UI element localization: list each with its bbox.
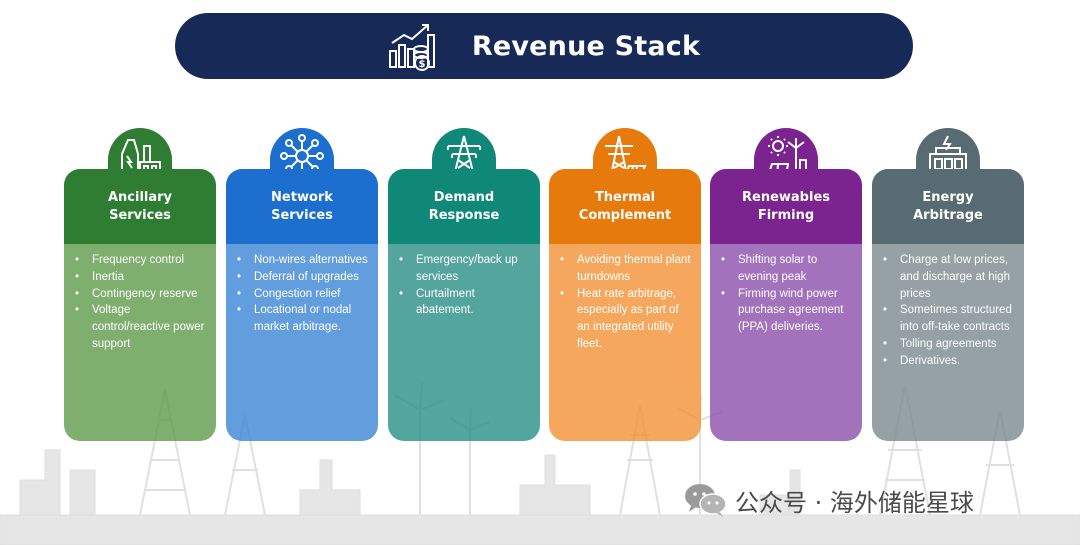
revenue-growth-icon: $ [388,24,435,71]
card-renewables-firming: Renewables Firming Shifting solar to eve… [710,128,862,441]
card-header: Demand Response [388,169,540,244]
card-list: Emergency/back up services Curtailment a… [388,252,534,319]
list-item: Frequency control [75,252,206,269]
svg-text:$: $ [418,59,425,70]
card-title: Ancillary Services [107,189,173,223]
card-title: Thermal Complement [578,189,672,223]
card-title: Renewables Firming [742,189,830,223]
card-demand-response: Demand Response Emergency/back up servic… [388,128,540,441]
card-header: Ancillary Services [64,169,216,244]
card-energy-arbitrage: Energy Arbitrage Charge at low prices, a… [872,128,1024,441]
list-item: Charge at low prices, and discharge at h… [883,252,1014,302]
list-item: Sometimes structured into off-take contr… [883,302,1014,336]
list-item: Tolling agreements [883,336,1014,353]
card-header: Energy Arbitrage [872,169,1024,244]
card-list: Frequency control Inertia Contingency re… [64,252,210,353]
list-item: Firming wind power purchase agreement (P… [721,286,852,336]
title-banner: $ Revenue Stack [175,13,913,79]
card-list: Avoiding thermal plant turndowns Heat ra… [549,252,695,353]
card-network-services: Network Services Non-wires alternatives … [226,128,378,441]
list-item: Locational or nodal market arbitrage. [237,302,368,336]
card-header: Network Services [226,169,378,244]
card-title: Network Services [271,189,333,223]
list-item: Shifting solar to evening peak [721,252,852,286]
list-item: Emergency/back up services [399,252,530,286]
watermark: 公众号 · 海外储能星球 [683,478,974,522]
card-thermal-complement: Thermal Complement Avoiding thermal plan… [549,128,701,441]
card-header: Renewables Firming [710,169,862,244]
card-list: Non-wires alternatives Deferral of upgra… [226,252,372,336]
list-item: Contingency reserve [75,286,206,303]
list-item: Inertia [75,269,206,286]
card-title: Energy Arbitrage [913,189,983,223]
list-item: Derivatives. [883,353,1014,370]
card-title: Demand Response [428,189,500,223]
card-ancillary-services: Ancillary Services Frequency control Ine… [64,128,216,441]
wechat-icon [685,484,727,517]
card-header: Thermal Complement [549,169,701,244]
page-title: Revenue Stack [471,30,701,62]
card-list: Shifting solar to evening peak Firming w… [710,252,856,336]
list-item: Voltage control/reactive power support [75,302,206,352]
list-item: Deferral of upgrades [237,269,368,286]
list-item: Curtailment abatement. [399,286,530,320]
card-list: Charge at low prices, and discharge at h… [872,252,1018,370]
watermark-text: 公众号 · 海外储能星球 [735,488,974,517]
list-item: Congestion relief [237,286,368,303]
list-item: Avoiding thermal plant turndowns [560,252,691,286]
list-item: Heat rate arbitrage, especially as part … [560,286,691,353]
renewables-icon [766,136,807,177]
list-item: Non-wires alternatives [237,252,368,269]
